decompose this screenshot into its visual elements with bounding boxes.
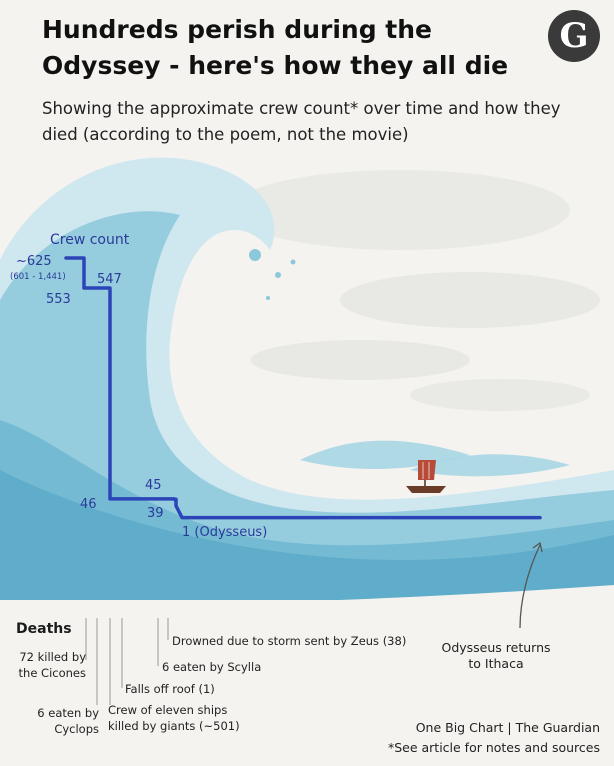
- ylabel: Crew count: [50, 232, 130, 248]
- data-label-547: 547: [97, 272, 122, 287]
- death-scylla: 6 eaten by Scylla: [162, 660, 262, 674]
- death-cicones: 72 killed by the Cicones: [18, 650, 86, 680]
- boat-icon: [406, 460, 446, 493]
- death-roof: Falls off roof (1): [125, 682, 215, 696]
- death-leader-lines: [85, 618, 169, 705]
- chart-subtitle: Showing the approximate crew count* over…: [42, 99, 561, 144]
- death-cyclops: 6 eaten by Cyclops: [37, 706, 99, 736]
- data-label-start-range: (601 - 1,441): [10, 272, 66, 282]
- chart-title: Hundreds perish during the Odyssey - her…: [42, 15, 509, 80]
- death-storm: Drowned due to storm sent by Zeus (38): [172, 634, 407, 648]
- annotation-return: Odysseus returns to Ithaca: [441, 640, 551, 671]
- data-label-46: 46: [80, 497, 97, 512]
- crew-count-line: [64, 256, 542, 520]
- death-giants: Crew of eleven ships killed by giants (~…: [108, 703, 240, 733]
- footer-note: *See article for notes and sources: [387, 740, 600, 755]
- data-label-45: 45: [145, 478, 162, 493]
- data-label-39: 39: [147, 506, 164, 521]
- data-label-end: 1 (Odysseus): [182, 525, 268, 540]
- deaths-heading: Deaths: [16, 621, 72, 637]
- clouds: [230, 170, 600, 411]
- return-arrow: [519, 541, 543, 629]
- data-label-start: ~625: [16, 254, 52, 269]
- data-label-553: 553: [46, 292, 71, 307]
- wave: [0, 157, 614, 766]
- footer-credit: One Big Chart | The Guardian: [415, 720, 600, 735]
- guardian-logo: G: [548, 10, 600, 62]
